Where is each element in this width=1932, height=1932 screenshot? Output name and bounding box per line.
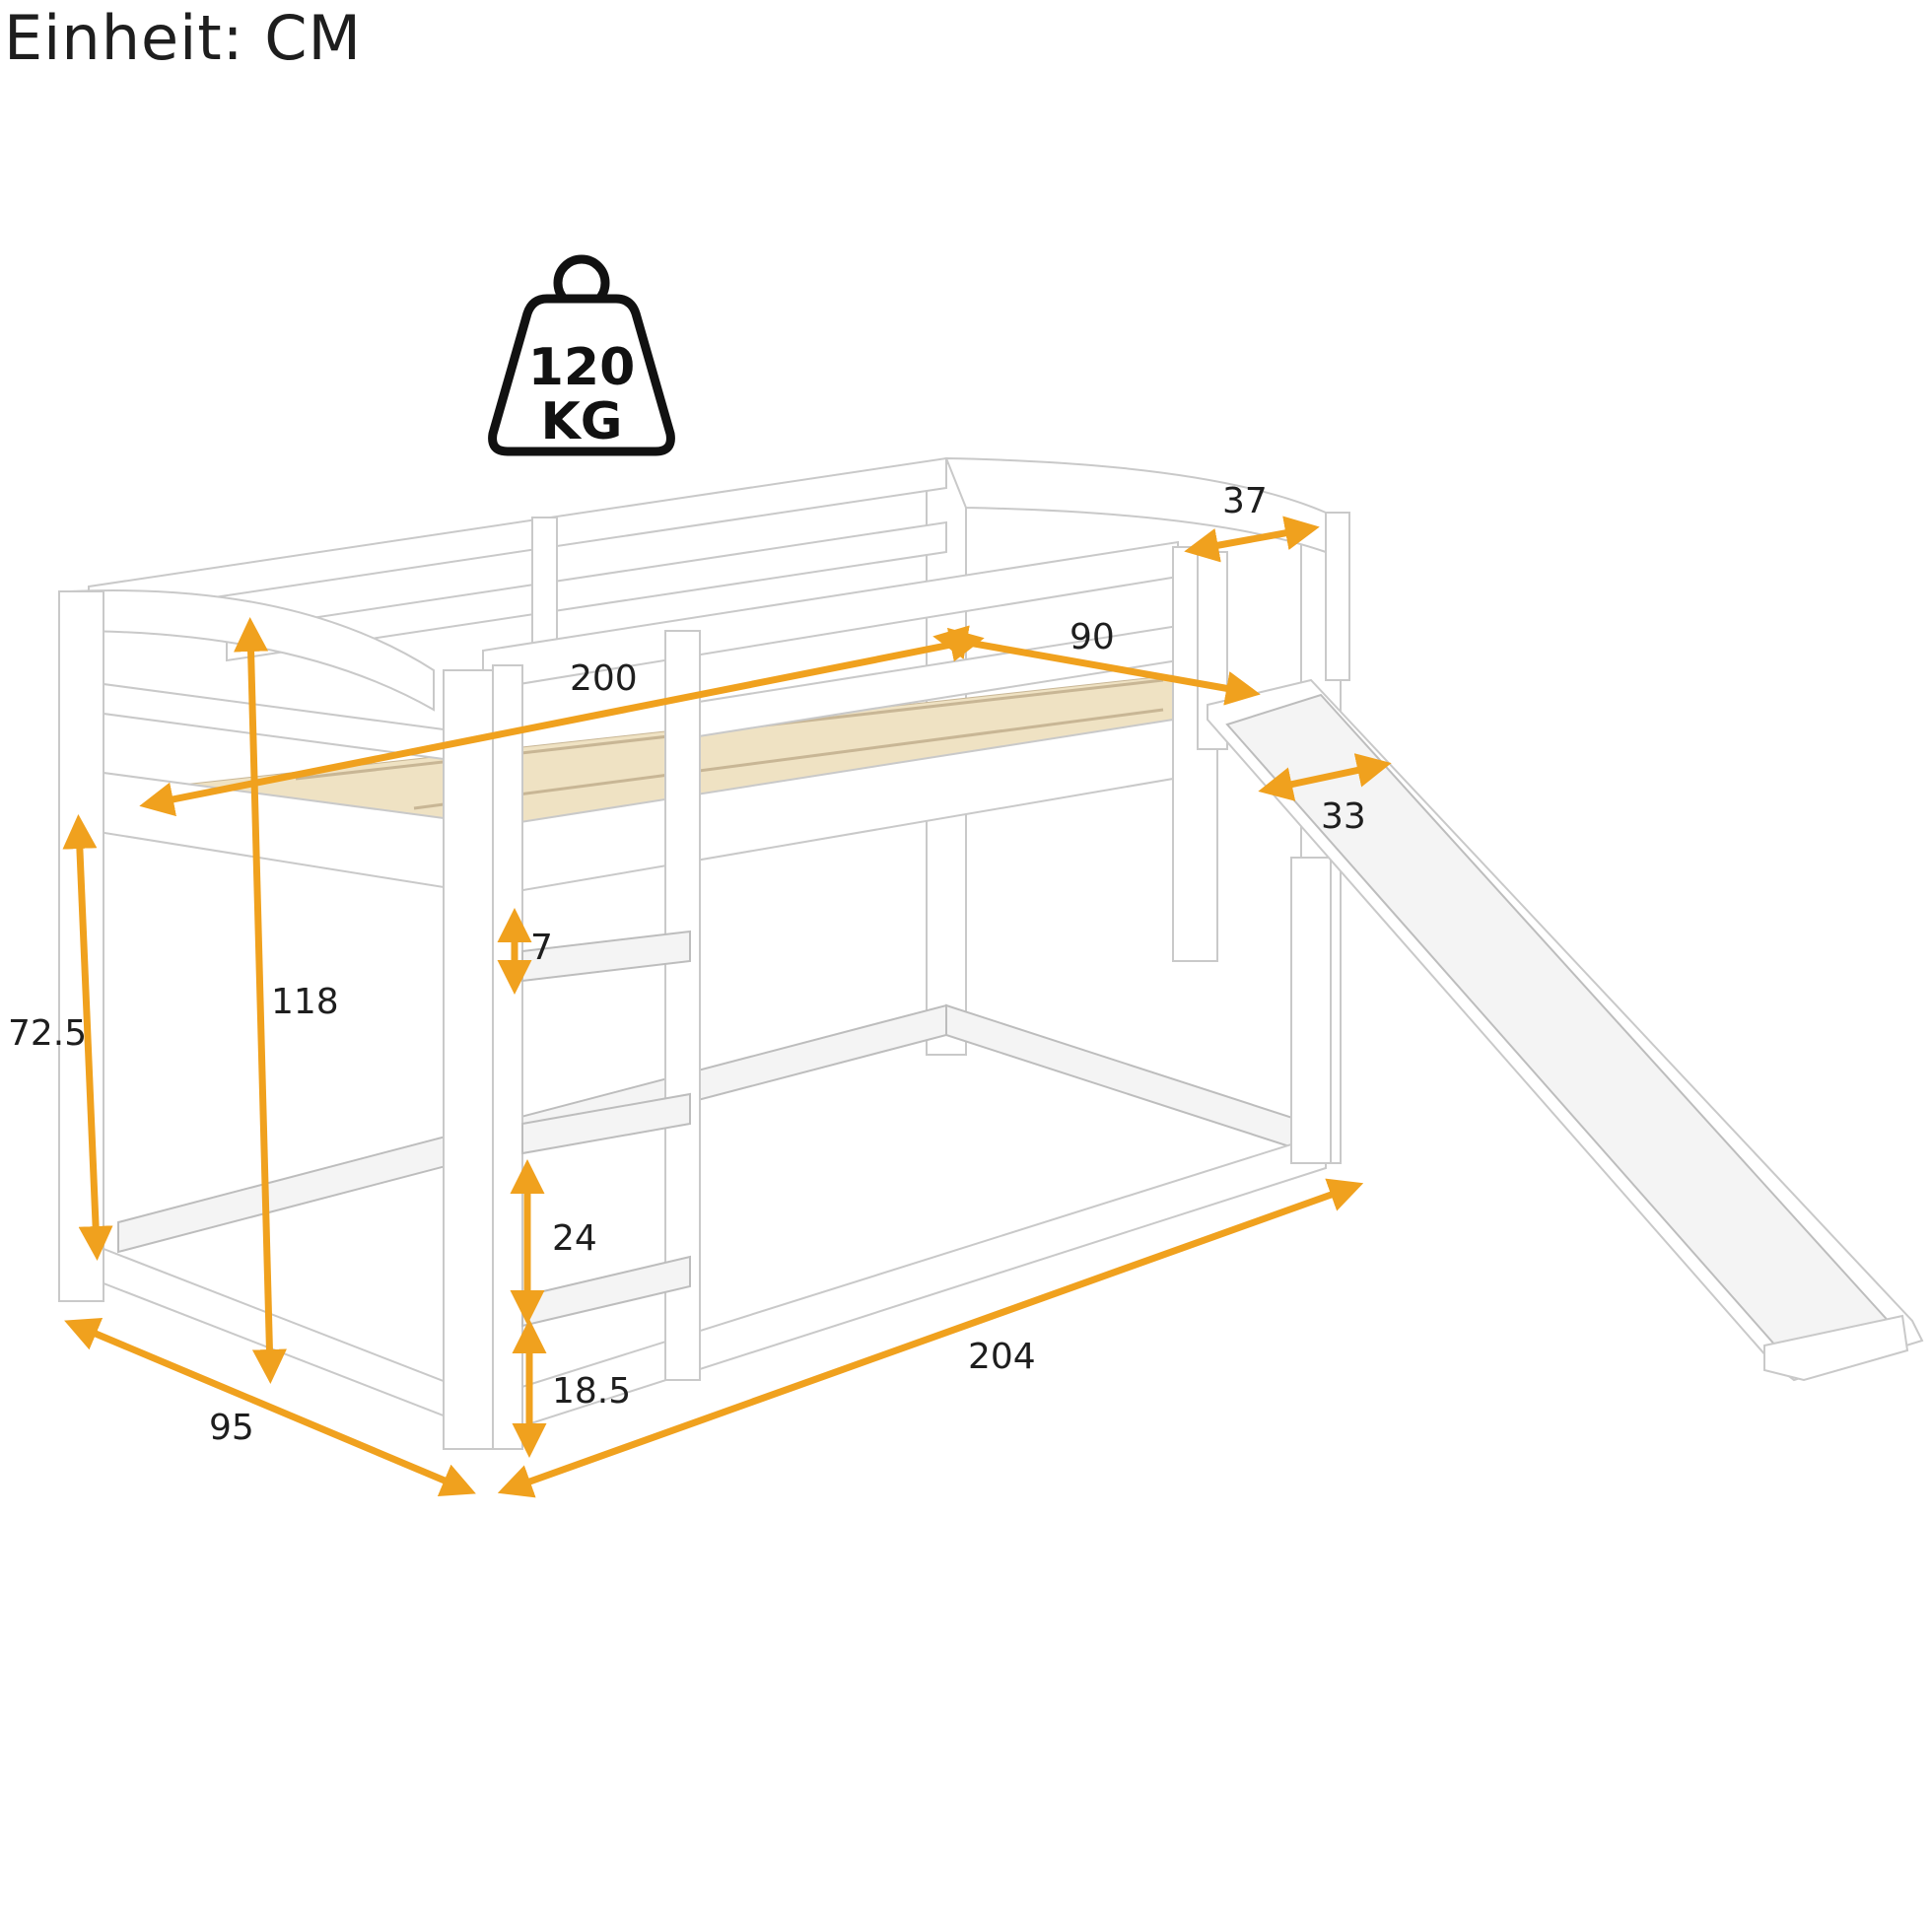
arrow-total-length bbox=[497, 1178, 1364, 1498]
bottom-left-rail bbox=[98, 1245, 454, 1421]
arrow-slide-width bbox=[1258, 753, 1392, 801]
label-first-rung: 18.5 bbox=[552, 1371, 631, 1412]
label-slide-width: 33 bbox=[1321, 796, 1366, 837]
label-guard-width: 37 bbox=[1222, 481, 1268, 521]
arrow-length-top bbox=[139, 627, 985, 817]
ladder-step-2 bbox=[521, 1092, 691, 1155]
arrow-under-bed bbox=[62, 814, 113, 1261]
weight-unit: KG bbox=[541, 392, 623, 451]
label-total-length: 204 bbox=[968, 1337, 1036, 1377]
label-rung-thickness: 7 bbox=[530, 928, 553, 968]
ladder-rail-left bbox=[492, 664, 523, 1450]
left-headboard-rail bbox=[73, 678, 445, 761]
dimension-arrows bbox=[62, 516, 1392, 1498]
right-leg-lower bbox=[1290, 857, 1332, 1164]
label-under-bed: 72.5 bbox=[8, 1013, 87, 1054]
label-total-height: 118 bbox=[271, 982, 339, 1022]
label-width-top: 90 bbox=[1070, 617, 1115, 657]
weight-icon: 120 KG bbox=[488, 254, 675, 456]
bed-frame bbox=[58, 456, 1924, 1450]
arrow-guard-width bbox=[1184, 516, 1320, 563]
slide-end bbox=[1763, 1314, 1909, 1382]
unit-label: Einheit: CM bbox=[4, 2, 363, 74]
arrow-width-top bbox=[932, 625, 1261, 706]
bottom-right-rail bbox=[945, 1003, 1327, 1160]
arrow-total-height bbox=[234, 617, 287, 1384]
arrow-total-width bbox=[64, 1318, 476, 1496]
weight-value: 120 bbox=[528, 338, 636, 397]
label-length-top: 200 bbox=[570, 658, 638, 699]
label-rung-spacing: 24 bbox=[552, 1218, 597, 1259]
front-middle-leg bbox=[443, 669, 499, 1450]
label-total-width: 95 bbox=[209, 1408, 254, 1448]
headboard-post bbox=[1325, 512, 1350, 681]
back-guard-post bbox=[531, 517, 558, 656]
